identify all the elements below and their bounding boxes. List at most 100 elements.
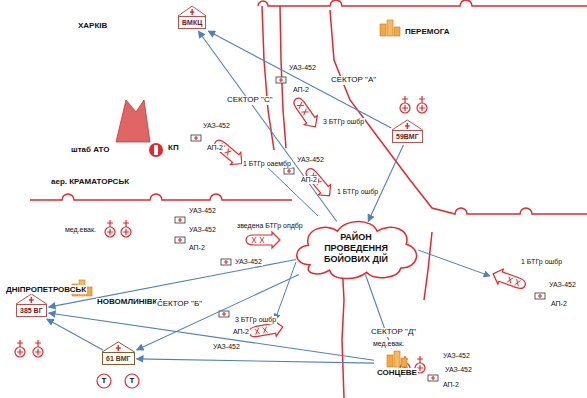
roof <box>178 6 206 16</box>
unit-label: АП-2 <box>232 328 250 336</box>
vehicle-icon <box>284 168 294 174</box>
unit-symbol <box>490 266 527 293</box>
node-label: 61 ВМГ <box>106 354 131 363</box>
unit-label: 1 БТГр оаембр <box>242 160 292 168</box>
hq-symbol <box>116 100 150 142</box>
evacuation-arrow <box>137 359 374 363</box>
circle-letter: Т <box>130 377 135 386</box>
front-line <box>342 262 344 398</box>
unit-label: АП-2 <box>300 176 318 184</box>
unit-label: УАЗ-452 <box>288 64 317 72</box>
place-name: аер. КРАМАТОРСЬК <box>50 178 130 187</box>
leader-arrow <box>275 262 296 320</box>
unit-label: УАЗ-452 <box>202 122 231 130</box>
sector-name: СЕКТОР "А" <box>330 76 377 85</box>
sector-name: СЕКТОР "С" <box>226 96 274 105</box>
command-post <box>149 143 163 157</box>
medical-post <box>400 96 410 113</box>
unit-label: 3 БТГр ошбр <box>234 316 277 324</box>
roof <box>178 6 206 16</box>
circle-letter: Т <box>102 377 107 386</box>
roof <box>392 120 423 130</box>
red-cross <box>116 345 121 351</box>
sector-name: СЕКТОР "Д" <box>370 328 417 337</box>
cloud-outline <box>297 221 417 278</box>
vehicle-icon <box>428 375 438 381</box>
transport-circle <box>125 374 139 388</box>
town-icon <box>394 351 400 367</box>
medical-post <box>33 340 43 357</box>
place-name: КП <box>167 144 180 153</box>
vehicle-icon <box>221 259 231 265</box>
unit-label: УАЗ-452 <box>296 156 325 164</box>
roof <box>392 120 423 130</box>
unit-label: 3 БТГр ошбр <box>322 118 365 126</box>
medical-post <box>417 96 427 113</box>
unit-label: УАЗ-452 <box>548 281 577 289</box>
unit-label: УАЗ-452 <box>188 207 217 215</box>
unit-symbol <box>289 94 322 131</box>
node-label: СОНЦЕВЕ <box>376 368 418 377</box>
unit-label: АП-2 <box>206 144 224 152</box>
node-label: 59ВМГ <box>396 132 419 141</box>
roof <box>102 342 135 352</box>
medical-post <box>105 220 115 237</box>
unit-label: АП-2 <box>292 86 310 94</box>
transport-circle <box>97 374 111 388</box>
medical-post <box>121 220 131 237</box>
evacuation-arrow <box>49 313 374 360</box>
evacuation-arrow <box>368 145 403 222</box>
front-line <box>424 232 432 300</box>
unit-label: 1 БТГр ошбр <box>336 188 379 196</box>
vehicle-icon <box>175 217 185 223</box>
hospital-box: ХАРКІВВМКЦ <box>178 16 206 29</box>
vehicle-icon <box>219 311 229 317</box>
evacuation-arrow <box>47 319 103 350</box>
unit-label: УАЗ-452 <box>188 226 217 234</box>
vehicle-icon <box>276 77 286 83</box>
leader-arrow <box>418 250 490 276</box>
city-name: ХАРКІВ <box>77 21 108 30</box>
node-label: РАЙОН ПРОВЕДЕННЯ БОЙОВИХ ДІЙ <box>310 232 402 265</box>
place-name: НОВОМЛИНІВКА <box>96 298 164 307</box>
hospital-box: 61 ВМГ <box>102 352 135 365</box>
unit-label: УАЗ-452 <box>442 352 471 360</box>
front-line <box>258 0 587 6</box>
town-icon <box>401 358 407 367</box>
sector-name: СЕКТОР "Б" <box>156 300 203 309</box>
front-line <box>30 194 292 200</box>
roof <box>102 342 135 352</box>
front-line <box>262 6 274 150</box>
roof <box>16 294 47 304</box>
unit-label: УАЗ-452 <box>234 258 263 266</box>
evacuation-arrow <box>198 31 336 222</box>
hospital-box: ДНІПРОПЕТРОВСЬК385 ВГ <box>16 304 47 317</box>
unit-label: мед.евак. <box>372 340 405 348</box>
front-line <box>330 10 587 214</box>
place-name: ПЕРЕМОГА <box>404 28 450 37</box>
node-label: 385 ВГ <box>20 306 43 315</box>
node-label: ВМКЦ <box>182 18 202 27</box>
command-post <box>154 145 158 155</box>
unit-label: УАЗ-452 <box>444 366 473 374</box>
evacuation-arrow <box>208 31 391 128</box>
red-cross <box>190 9 194 15</box>
town-icon <box>386 350 408 368</box>
unit-label: АП-2 <box>550 300 568 308</box>
red-cross <box>29 297 34 303</box>
town-node: СОНЦЕВЕ <box>376 350 418 377</box>
unit-label: УАЗ-452 <box>212 343 241 351</box>
unit-label: зведена БТГр опдбр <box>236 222 304 230</box>
medical-post <box>15 340 25 357</box>
unit-label: мед.евак. <box>64 226 97 234</box>
combat-area: РАЙОН ПРОВЕДЕННЯ БОЙОВИХ ДІЙ <box>290 216 422 281</box>
unit-symbol <box>246 232 280 248</box>
hospital-box: 59ВМГ <box>392 130 423 143</box>
unit-label: 1 БТГр ошбр <box>520 258 563 266</box>
evacuation-arrow <box>365 275 391 349</box>
roof <box>16 294 47 304</box>
leader-arrow <box>262 162 318 216</box>
town-icon <box>380 20 400 36</box>
